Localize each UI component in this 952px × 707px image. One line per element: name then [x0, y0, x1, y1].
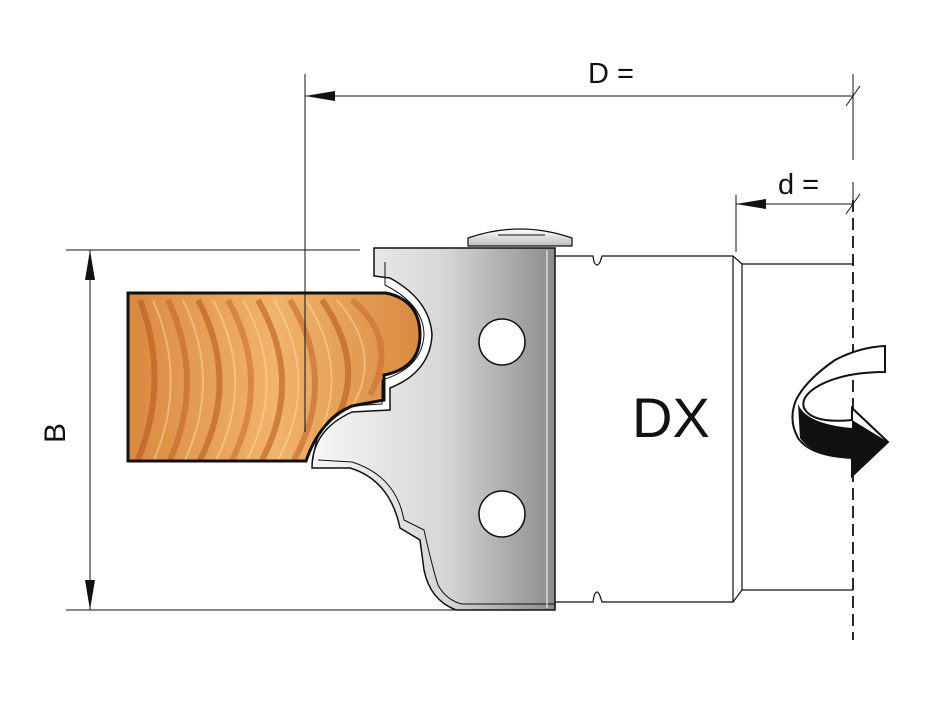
- rotation-arrow-icon: [791, 344, 890, 479]
- dimension-d: [735, 182, 861, 252]
- mounting-hole-top: [478, 318, 526, 366]
- mounting-hole-bottom: [478, 490, 526, 538]
- screw-icon: [467, 228, 573, 247]
- dimension-B-label: B: [39, 422, 73, 444]
- cutter-body: [555, 255, 853, 603]
- dimension-B: [66, 249, 455, 611]
- rotation-direction-label: DX: [632, 386, 710, 449]
- dimension-D-label: D =: [588, 58, 634, 90]
- workpiece-wood: [126, 291, 422, 463]
- cutter-knife: [311, 247, 556, 611]
- dimension-d-label: d =: [778, 169, 820, 201]
- dimension-D: [304, 74, 861, 432]
